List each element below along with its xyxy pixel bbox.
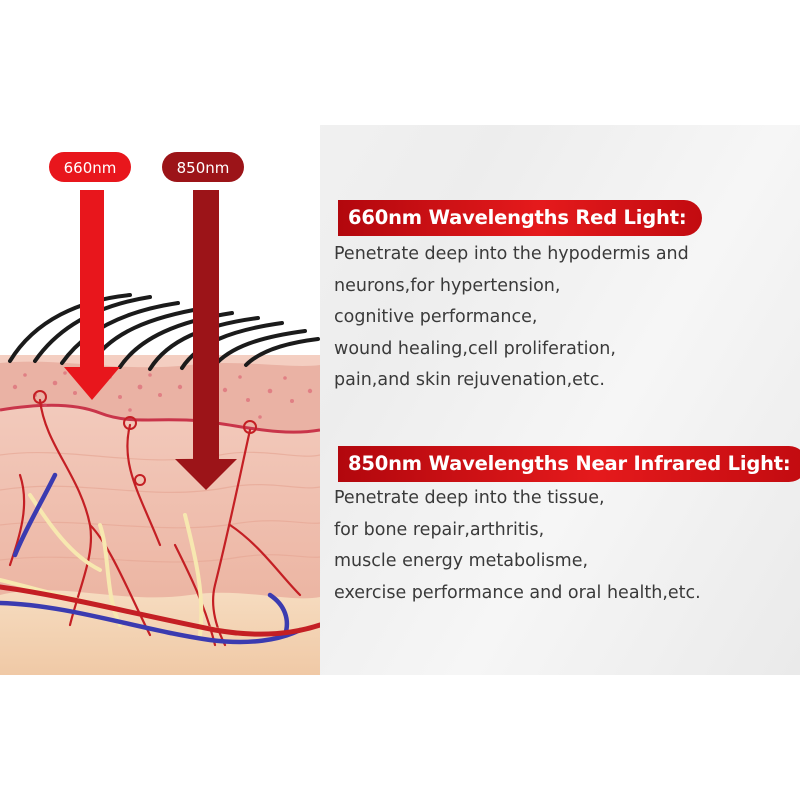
label-660nm-text: 660nm <box>64 159 117 177</box>
description-line: muscle energy metabolisme, <box>334 551 589 571</box>
arrow-660nm <box>64 190 120 400</box>
label-850nm: 850nm <box>162 152 244 182</box>
description-line: pain,and skin rejuvenation,etc. <box>334 370 605 390</box>
description-line: wound healing,cell proliferation, <box>334 338 616 359</box>
description-line: neurons,for hypertension, <box>334 275 561 296</box>
basal-membrane <box>0 403 320 434</box>
arrow-850nm <box>175 190 237 490</box>
heading-850nm: 850nm Wavelengths Near Infrared Light: <box>338 446 800 482</box>
label-660nm: 660nm <box>49 152 131 182</box>
description-line: Penetrate deep into the hypodermis and <box>334 244 689 264</box>
description-line: exercise performance and oral health,etc… <box>334 582 701 603</box>
skin-illustration: 660nm 850nm <box>0 125 320 675</box>
capillaries <box>8 398 302 647</box>
description-line: Penetrate deep into the tissue, <box>334 488 605 508</box>
artery <box>0 584 320 637</box>
nerves <box>0 493 222 637</box>
description-660nm: Penetrate deep into the hypodermis and n… <box>334 239 784 397</box>
description-line: cognitive performance, <box>334 307 538 327</box>
heading-660nm: 660nm Wavelengths Red Light: <box>338 200 703 236</box>
follicles <box>33 390 257 486</box>
label-850nm-text: 850nm <box>177 159 230 177</box>
description-line: for bone repair,arthritis, <box>334 519 545 540</box>
description-850nm: Penetrate deep into the tissue, for bone… <box>334 483 784 609</box>
